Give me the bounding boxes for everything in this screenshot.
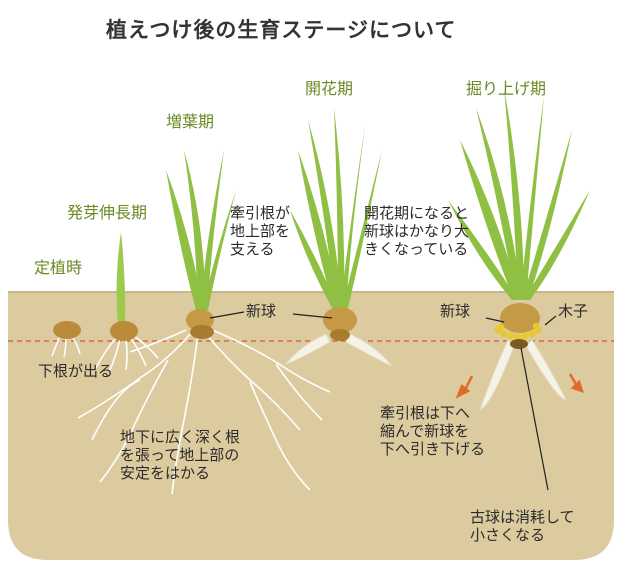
stage-label-leafing: 増葉期 xyxy=(166,112,215,131)
note-new-corm-2: 新球 xyxy=(440,302,471,320)
soil-cross-section xyxy=(8,292,614,560)
stage-label-sprouting: 発芽伸長期 xyxy=(67,203,148,222)
note-lower-roots: 下根が出る xyxy=(38,362,114,380)
plant-digging xyxy=(448,88,590,412)
plant-sprouting xyxy=(95,232,159,371)
note-old-corm: 古球は消耗して 小さくなる xyxy=(470,508,575,544)
stage-label-digging: 掘り上げ期 xyxy=(466,79,547,98)
note-contractile-support: 牽引根が 地上部を 支える xyxy=(230,204,291,258)
page-title: 植えつけ後の生育ステージについて xyxy=(106,18,457,42)
contractile-root-icon xyxy=(479,339,515,412)
corm-icon xyxy=(500,303,540,333)
cormlets-icon xyxy=(494,322,542,341)
note-roots-spread: 地下に広く深く根 を張って地上部の 安定をはかる xyxy=(120,428,241,482)
contractile-root-icon xyxy=(525,339,567,401)
corm-icon xyxy=(190,325,214,339)
corm-icon xyxy=(110,321,138,341)
stage-label-flowering: 開花期 xyxy=(305,79,354,98)
contractile-root-icon xyxy=(345,333,393,367)
arrow-down-right-icon xyxy=(570,379,584,393)
note-contractile-pull: 牽引根は下へ 縮んで新球を 下へ引き下げる xyxy=(380,404,486,458)
plant-flowering xyxy=(284,108,393,367)
corm-icon xyxy=(186,309,214,331)
plant-leafing xyxy=(77,150,331,495)
corm-icon xyxy=(330,329,350,341)
note-flowering-corm: 開花期になると 新球はかなり大 きくなっている xyxy=(364,204,470,258)
corm-icon xyxy=(323,307,357,333)
note-cormlets: 木子 xyxy=(558,302,589,320)
stage-label-planting: 定植時 xyxy=(34,258,83,277)
contractile-root-icon xyxy=(284,333,331,365)
old-corm-icon xyxy=(510,339,528,349)
plant-planting xyxy=(51,321,81,358)
sprout-icon xyxy=(116,232,126,325)
note-new-corm-1: 新球 xyxy=(246,302,277,320)
corm-icon xyxy=(53,321,81,339)
leader-lines xyxy=(209,311,557,491)
arrow-down-left-icon xyxy=(455,383,471,399)
